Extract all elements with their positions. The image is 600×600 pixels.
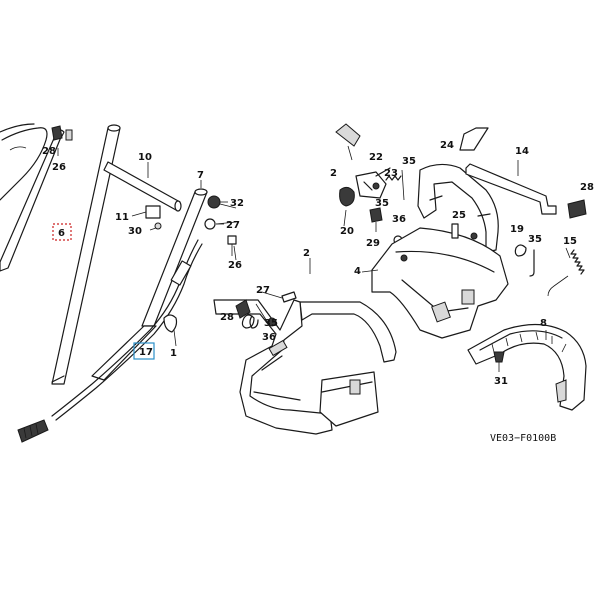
rod-35-right — [529, 249, 535, 277]
nut-36-center — [267, 317, 277, 327]
label-14: 14 — [515, 146, 529, 157]
nut-32 — [207, 195, 228, 209]
bolt-30 — [149, 222, 162, 231]
label-24: 24 — [440, 140, 454, 151]
lever-cover — [335, 123, 361, 161]
crossbar-pipe — [103, 161, 182, 212]
bolt-26-mid — [227, 235, 237, 256]
label-28-center: 28 — [220, 312, 234, 323]
cable-clip-1 — [163, 314, 178, 333]
label-26-mid: 26 — [228, 260, 242, 271]
diagram-code: VE03−F0100B — [490, 433, 556, 444]
label-23: 23 — [384, 168, 398, 179]
label-29: 29 — [366, 238, 380, 249]
label-1: 1 — [170, 348, 177, 359]
upper-handle-frame — [213, 299, 397, 435]
handle-grip — [467, 323, 587, 411]
throttle-cable-left — [0, 123, 48, 201]
label-36-center: 36 — [262, 332, 276, 343]
label-25: 25 — [452, 210, 466, 221]
knob-27-top — [204, 218, 224, 230]
clip-28-26-left — [51, 125, 73, 156]
cable-clip-35-center — [249, 315, 259, 329]
label-20: 20 — [340, 226, 354, 237]
label-32: 32 — [230, 198, 244, 209]
main-handle — [417, 127, 499, 253]
label-8: 8 — [540, 318, 547, 329]
label-2-lever: 2 — [330, 168, 337, 179]
highlight-box-17 — [133, 342, 155, 360]
label-28-right: 28 — [580, 182, 594, 193]
clip-28-right — [372, 182, 380, 190]
label-15: 15 — [563, 236, 577, 247]
label-35-right: 35 — [528, 234, 542, 245]
label-28-left: 28 — [42, 146, 56, 157]
leader-lines — [147, 160, 571, 347]
label-30: 30 — [128, 226, 142, 237]
label-4: 4 — [354, 266, 361, 277]
label-10: 10 — [138, 152, 152, 163]
label-36-right: 36 — [392, 214, 406, 225]
bolt-27-center — [261, 291, 297, 303]
label-35-center: 35 — [264, 318, 278, 329]
lower-handle-pipe-right — [51, 124, 121, 385]
label-19: 19 — [510, 224, 524, 235]
label-31: 31 — [494, 376, 508, 387]
part-labels: 28 26 6 10 7 11 30 32 27 26 17 1 2 27 28… — [42, 140, 594, 387]
label-17: 17 — [139, 347, 153, 358]
clip-19 — [514, 244, 527, 257]
label-27-center: 27 — [256, 285, 270, 296]
bolt-36-right — [369, 207, 383, 232]
label-2: 2 — [303, 248, 310, 259]
bolt-25 — [451, 223, 478, 240]
label-35-top: 35 — [402, 156, 416, 167]
label-6: 6 — [58, 228, 65, 239]
label-35-lever: 35 — [375, 198, 389, 209]
control-bar — [465, 163, 557, 215]
label-26-left: 26 — [52, 162, 66, 173]
label-27-top: 27 — [226, 220, 240, 231]
label-22: 22 — [369, 152, 383, 163]
throttle-cable — [17, 239, 203, 443]
label-7: 7 — [197, 170, 204, 181]
grip-28-right — [567, 199, 587, 219]
highlight-box-6 — [52, 223, 72, 241]
label-11: 11 — [115, 212, 129, 223]
clip-11 — [131, 205, 161, 219]
lever-assembly — [339, 167, 391, 207]
spring-23 — [385, 175, 402, 181]
spring-15 — [547, 249, 585, 297]
handle-frame — [371, 227, 509, 339]
screw-31 — [493, 351, 505, 372]
